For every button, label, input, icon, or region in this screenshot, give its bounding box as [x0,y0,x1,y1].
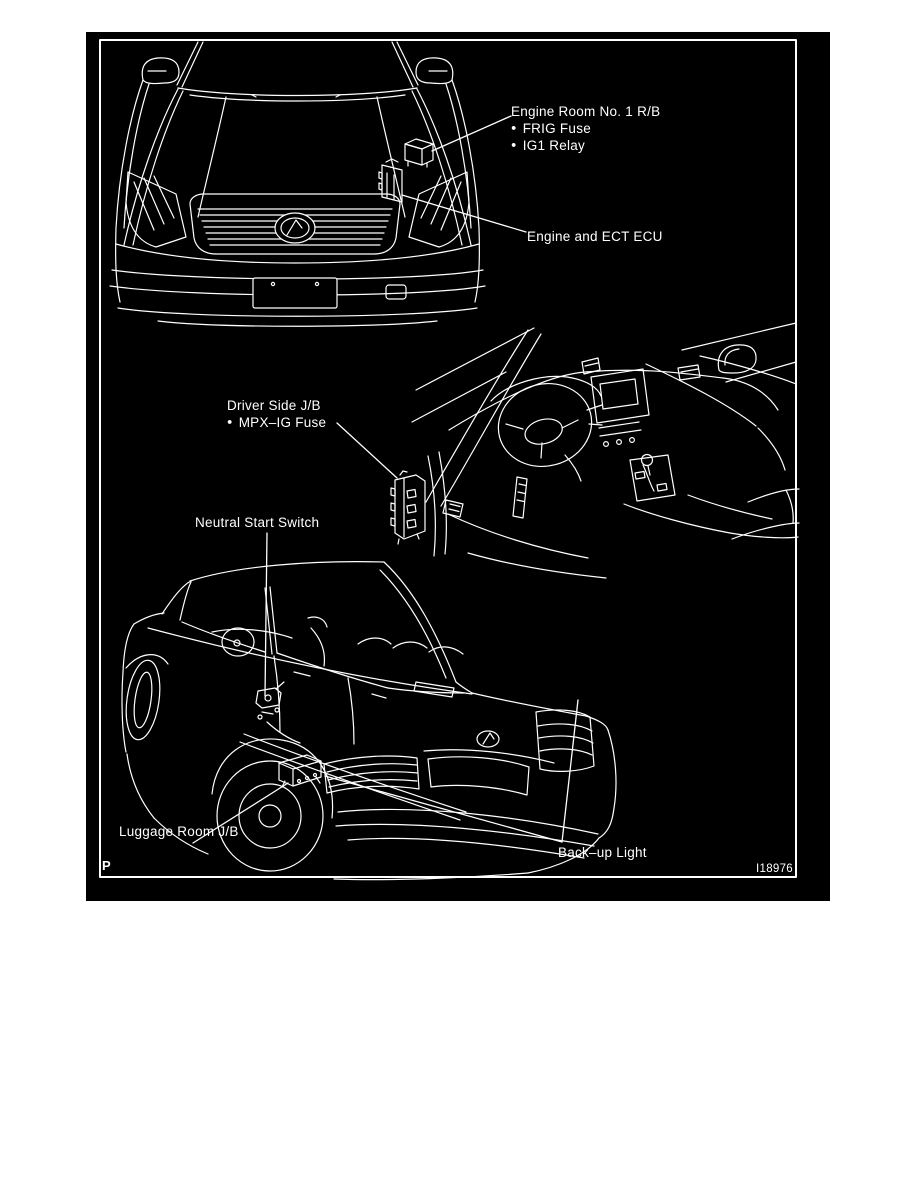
driver-side-jb-box [390,470,426,545]
callout-engine-ect-ecu-label: Engine and ECT ECU [527,229,663,244]
gear-shifter [629,453,676,502]
left-tail-light [323,755,420,794]
front-view-car [109,41,486,327]
steering-wheel [497,382,593,468]
figure-code: I18976 [756,863,793,875]
engine-ect-ecu-box [378,158,403,203]
right-tail-light [535,709,595,772]
leader-backup-light-left [324,775,563,843]
instrument-panel-view [390,322,800,579]
callout-engine-room-rb: Engine Room No. 1 R/B ● FRIG Fuse ● IG1 … [511,103,660,154]
callout-driver-side-jb: Driver Side J/B ● MPX–IG Fuse [227,397,326,431]
callout-neutral-start-switch: Neutral Start Switch [195,514,319,531]
callout-item-label: MPX–IG Fuse [238,415,327,430]
callout-driver-side-jb-title: Driver Side J/B [227,398,321,413]
leader-neutral-start-switch [264,532,268,697]
side-mirror [717,344,757,374]
leader-lines [192,115,579,844]
leader-backup-light-right [561,699,579,843]
bullet-icon: ● [227,416,233,427]
callout-item-label: IG1 Relay [522,138,585,153]
callout-driver-side-jb-item-1: ● MPX–IG Fuse [227,414,326,431]
callout-engine-room-rb-title: Engine Room No. 1 R/B [511,104,661,119]
lexus-badge-rear [476,730,500,748]
callout-backup-light: Back–up Light [558,844,647,861]
leader-driver-side-jb [336,422,398,479]
leader-engine-room-rb [431,115,512,152]
callout-engine-room-rb-item-2: ● IG1 Relay [511,137,660,154]
leader-engine-ect-ecu [401,194,527,233]
neutral-start-switch-part [255,681,301,744]
callout-backup-light-label: Back–up Light [558,845,647,860]
license-plate-front [252,277,338,309]
callout-item-label: FRIG Fuse [522,121,591,136]
engine-room-rb-box [404,138,434,168]
bullet-icon: ● [511,122,517,133]
callout-engine-room-rb-item-1: ● FRIG Fuse [511,120,660,137]
line-art-illustration [99,39,800,881]
diagram-border [99,39,797,878]
page-marker: P [102,858,111,873]
callout-luggage-room-jb: Luggage Room J/B [119,823,239,840]
bullet-icon: ● [511,139,517,150]
component-location-diagram: Engine Room No. 1 R/B ● FRIG Fuse ● IG1 … [86,32,830,901]
callout-luggage-room-jb-label: Luggage Room J/B [119,824,239,839]
callout-engine-ect-ecu: Engine and ECT ECU [527,228,663,245]
callout-neutral-start-switch-label: Neutral Start Switch [195,515,320,530]
leader-luggage-room-jb [192,782,289,844]
